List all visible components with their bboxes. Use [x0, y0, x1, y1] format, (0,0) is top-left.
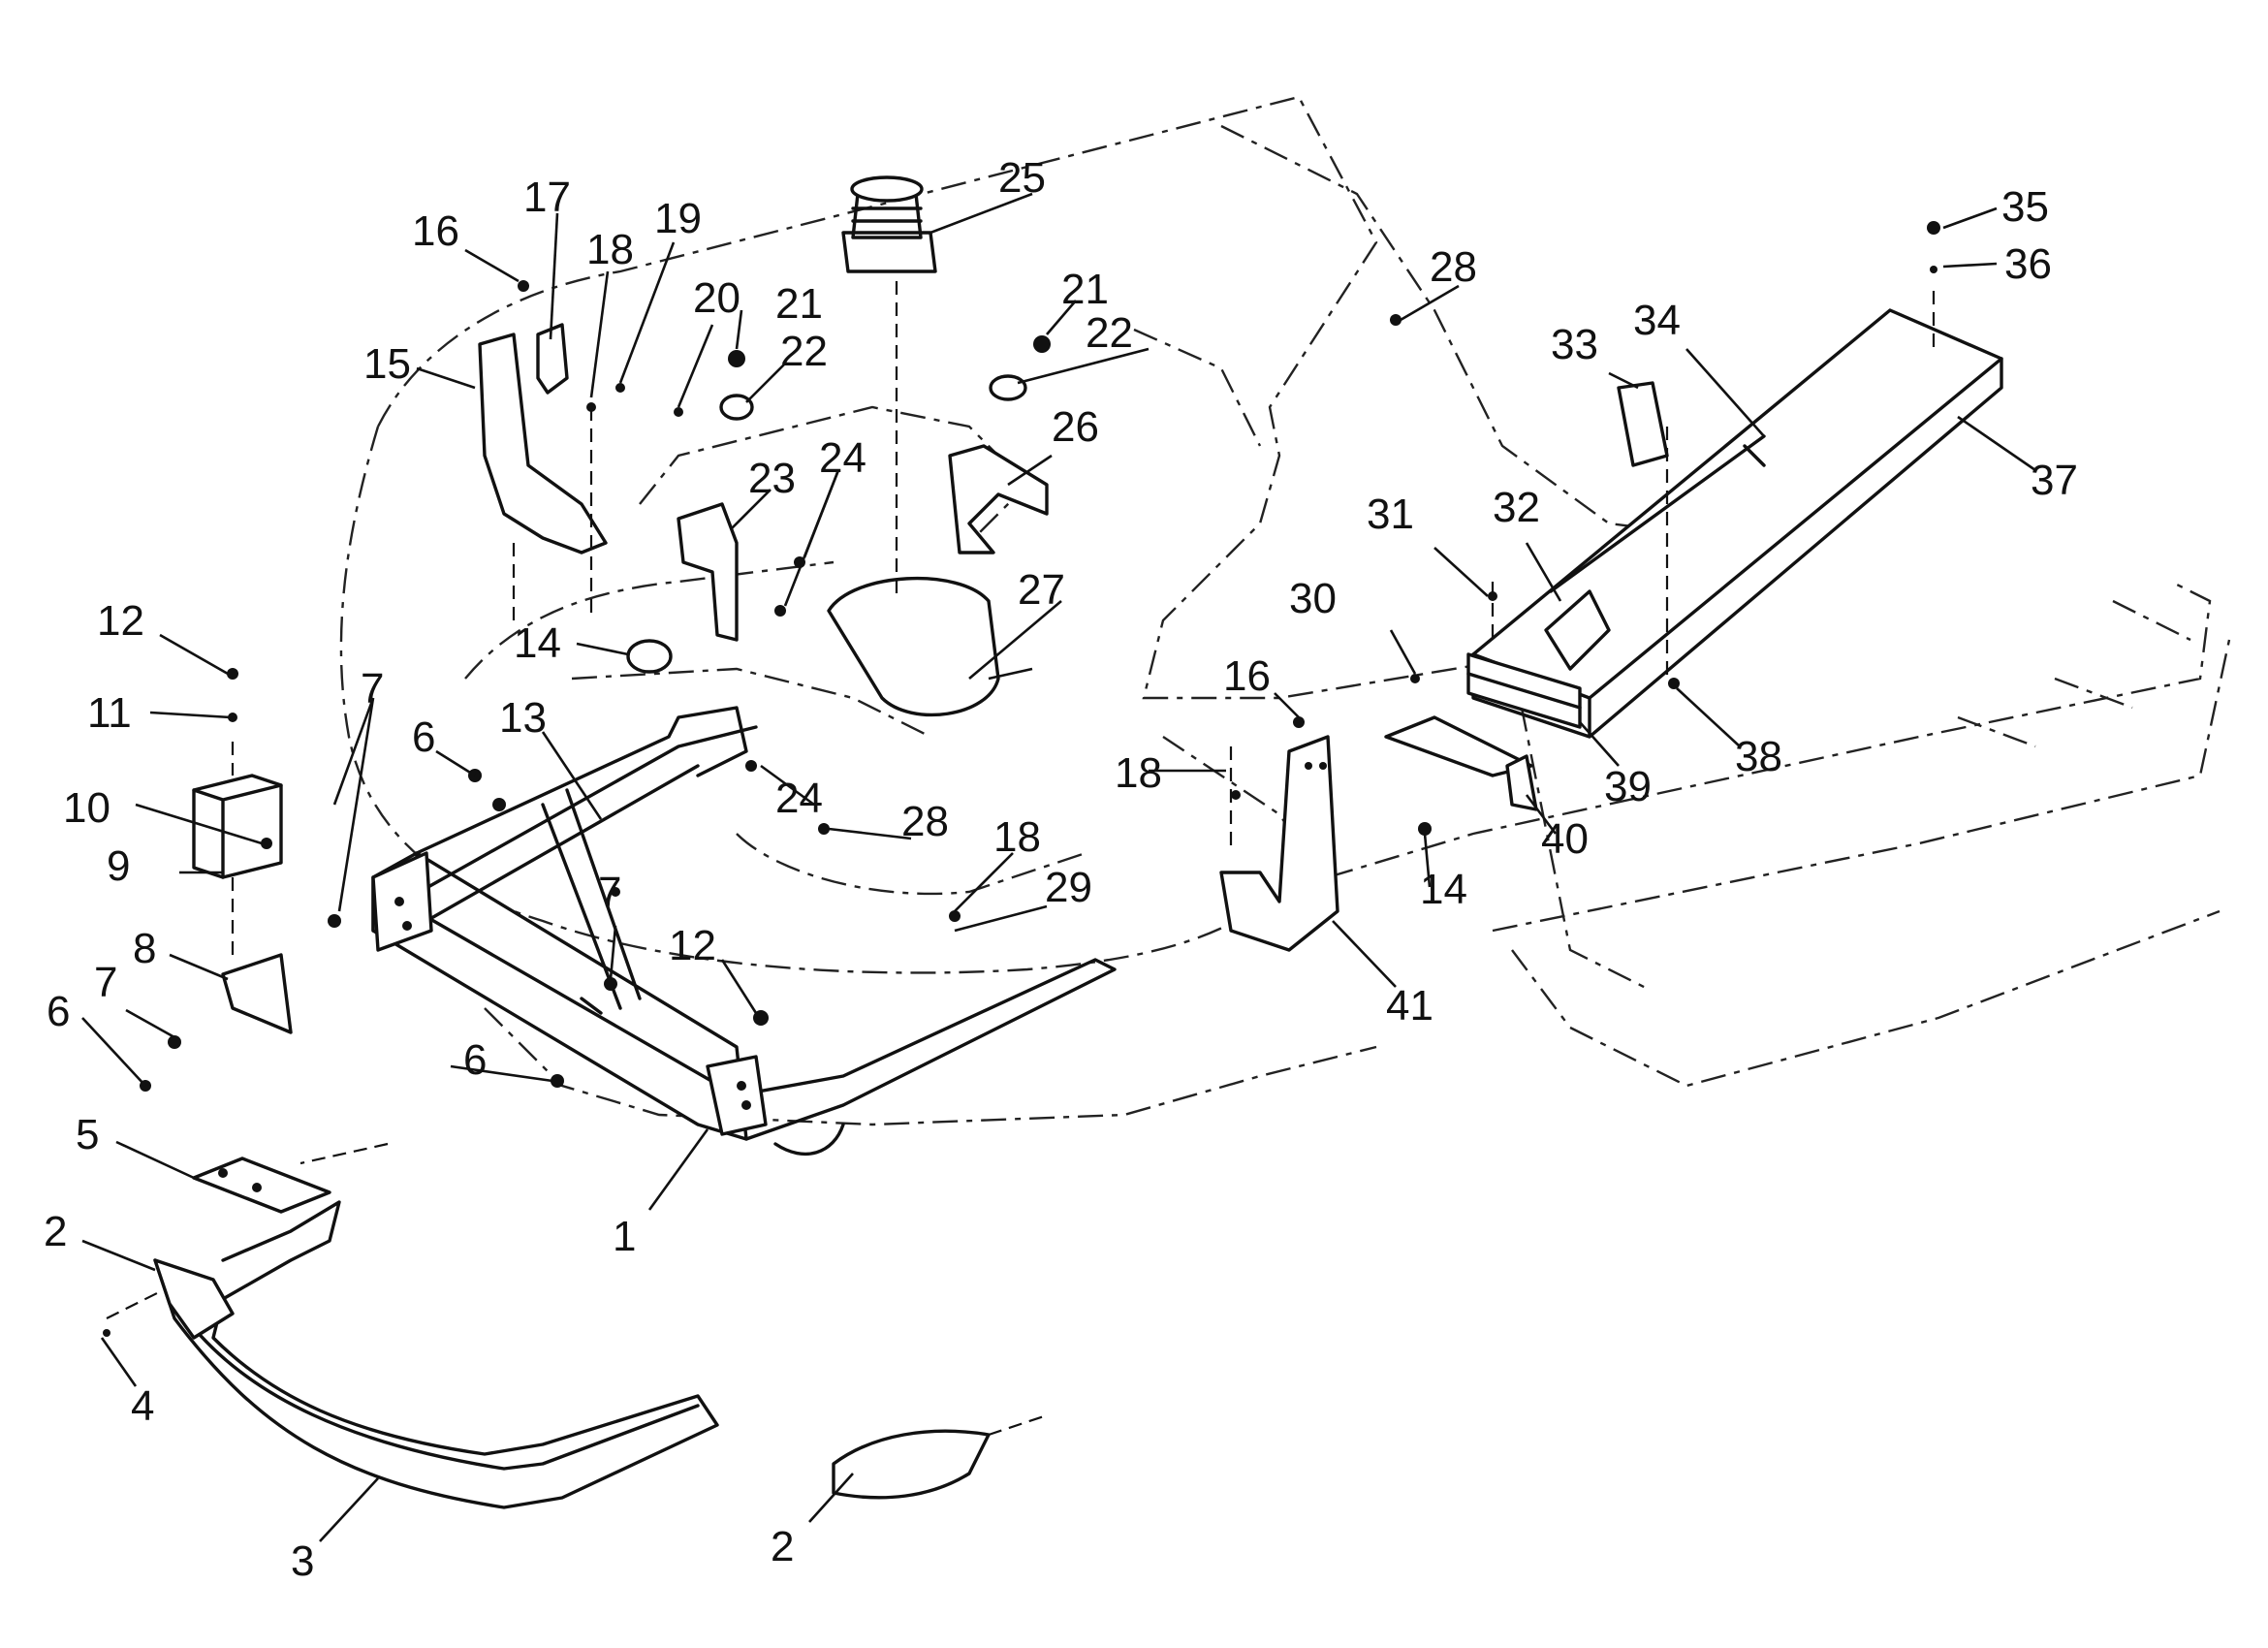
callout-23: 23	[748, 455, 796, 502]
callout-6: 6	[463, 1036, 487, 1084]
callout-12: 12	[669, 922, 716, 969]
grommet	[626, 639, 673, 674]
left-bracket	[192, 742, 293, 1034]
callout-18: 18	[993, 813, 1041, 861]
center-brackets	[677, 281, 1049, 717]
leader-lines	[81, 192, 2036, 1542]
callout-18: 18	[586, 226, 634, 273]
callout-30: 30	[1289, 575, 1337, 622]
callout-16: 16	[412, 207, 459, 255]
callout-17: 17	[523, 174, 571, 221]
fuel-cap	[841, 175, 937, 273]
callout-13: 13	[499, 694, 547, 742]
hardware	[103, 221, 1940, 1337]
callout-28: 28	[901, 798, 949, 845]
callout-18: 18	[1115, 749, 1162, 797]
rear-rail	[1384, 291, 2003, 811]
callout-8: 8	[133, 925, 156, 972]
front-bumper	[106, 1142, 1048, 1509]
callout-12: 12	[97, 597, 144, 645]
callout-10: 10	[63, 784, 110, 832]
callout-28: 28	[1430, 243, 1477, 291]
callout-24: 24	[775, 775, 823, 822]
callout-22: 22	[1086, 309, 1133, 357]
callout-7: 7	[94, 959, 117, 1006]
callout-32: 32	[1493, 484, 1540, 531]
callout-2: 2	[44, 1208, 67, 1255]
callout-15: 15	[363, 340, 411, 388]
callout-41: 41	[1386, 982, 1433, 1030]
column-support	[478, 323, 608, 620]
callout-29: 29	[1045, 864, 1092, 911]
callout-16: 16	[1223, 652, 1271, 700]
callout-22: 22	[780, 328, 828, 375]
main-frame	[371, 706, 1117, 1156]
callout-20: 20	[693, 274, 740, 322]
callout-1: 1	[613, 1213, 636, 1260]
callout-6: 6	[47, 988, 70, 1035]
callout-37: 37	[2031, 457, 2078, 504]
callout-4: 4	[131, 1382, 154, 1430]
callout-38: 38	[1735, 733, 1782, 780]
callout-19: 19	[654, 195, 702, 242]
callout-26: 26	[1052, 403, 1099, 451]
callout-3: 3	[291, 1537, 314, 1585]
callout-14: 14	[1420, 866, 1467, 913]
callout-5: 5	[76, 1111, 99, 1158]
callout-21: 21	[1061, 266, 1109, 313]
rear-leg-bracket	[1219, 735, 1339, 952]
callout-6: 6	[412, 713, 435, 761]
callouts: 1 2 2 3 4 5 6 6 6 7 7 7 8 9 10 11 12 12 …	[44, 154, 2078, 1585]
callout-7: 7	[598, 869, 621, 916]
callout-9: 9	[107, 842, 130, 890]
callout-7: 7	[361, 665, 384, 713]
callout-14: 14	[514, 619, 561, 667]
bumper-bracket	[192, 1157, 331, 1214]
callout-11: 11	[87, 689, 132, 737]
callout-34: 34	[1633, 297, 1681, 344]
callout-31: 31	[1367, 491, 1414, 538]
callout-21: 21	[775, 280, 823, 328]
callout-36: 36	[2004, 240, 2052, 288]
callout-2: 2	[771, 1523, 794, 1570]
callout-40: 40	[1541, 815, 1589, 863]
callout-27: 27	[1018, 566, 1065, 614]
callout-33: 33	[1551, 321, 1598, 368]
callout-35: 35	[2001, 183, 2049, 231]
callout-25: 25	[998, 154, 1046, 202]
callout-24: 24	[819, 434, 866, 482]
callout-39: 39	[1604, 763, 1652, 810]
